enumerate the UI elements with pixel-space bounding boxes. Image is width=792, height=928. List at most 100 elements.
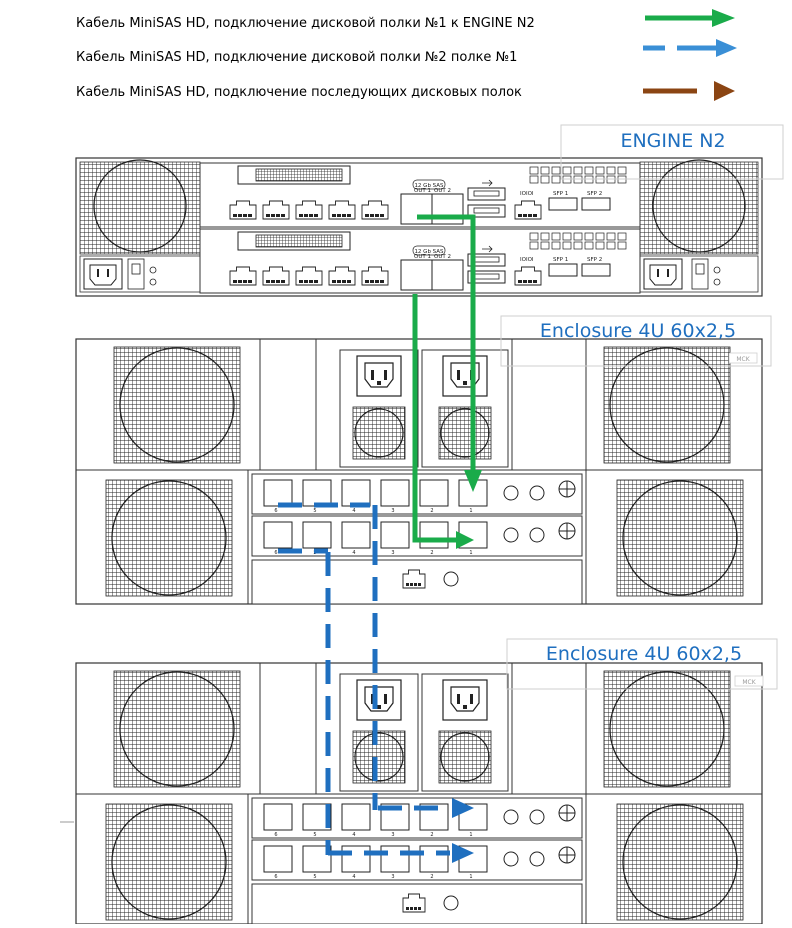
port-number-label: 3 xyxy=(391,874,394,880)
management-port-icon xyxy=(514,266,542,286)
enclosure-psu-1 xyxy=(339,673,419,792)
engine-title: ENGINE N2 xyxy=(620,130,725,152)
port-number-label: 2 xyxy=(430,550,433,556)
fan-grille xyxy=(105,479,233,597)
port-number-label: 5 xyxy=(313,832,316,838)
port-number-label: 5 xyxy=(313,874,316,880)
port-number-label: 3 xyxy=(391,508,394,514)
sas-port-5 xyxy=(302,521,332,549)
sfp-port-icon xyxy=(548,197,578,211)
sfp1-label: SFP 1 xyxy=(553,191,568,197)
power-switch-icon xyxy=(131,263,141,275)
sfp2-label: SFP 2 xyxy=(587,191,602,197)
ethernet-port-icon xyxy=(328,200,356,220)
legend-blue-dashed-arrow xyxy=(643,39,737,57)
port-number-label: 2 xyxy=(430,832,433,838)
psu-fan-grille xyxy=(352,406,406,460)
power-socket-icon xyxy=(450,686,480,712)
port-number-label: 2 xyxy=(430,874,433,880)
port-number-label: 4 xyxy=(352,508,355,514)
sas-port-2 xyxy=(419,845,449,873)
engine-right-fan-grille xyxy=(639,161,759,255)
port-number-label: 6 xyxy=(274,832,277,838)
fan-grille xyxy=(105,803,233,921)
ethernet-port-icon xyxy=(229,266,257,286)
power-switch-icon xyxy=(695,263,705,275)
fan-icon xyxy=(119,671,235,787)
power-socket-icon xyxy=(364,686,394,712)
psu-fan-grille xyxy=(438,406,492,460)
port-number-label: 1 xyxy=(469,550,472,556)
psu-fan-icon xyxy=(440,408,490,458)
fan-grille xyxy=(603,670,731,788)
engine-right-psu xyxy=(639,255,759,293)
psu-fan-icon xyxy=(440,732,490,782)
port-number-label: 2 xyxy=(430,508,433,514)
led-icon xyxy=(503,851,519,867)
green-cable-2 xyxy=(412,294,474,549)
legend-item-3-label: Кабель MiniSAS HD, подключение последующ… xyxy=(76,85,522,100)
port-number-label: 3 xyxy=(391,832,394,838)
sas-port-4 xyxy=(341,479,371,507)
serial-label: IOIOI xyxy=(520,191,534,197)
fan-icon xyxy=(622,804,738,920)
out2-label: OUT 2 xyxy=(434,254,451,260)
serial-label: IOIOI xyxy=(520,257,534,263)
sas-port-6 xyxy=(263,845,293,873)
enclosure-psu-1 xyxy=(339,349,419,468)
ethernet-port-icon xyxy=(328,266,356,286)
led-icon xyxy=(443,571,459,587)
psu-fan-grille xyxy=(352,730,406,784)
sas-port-3 xyxy=(380,479,410,507)
port-number-label: 4 xyxy=(352,550,355,556)
enclosure-2: 6 5 4 3 2 16 5 4 3 2 1 xyxy=(75,662,763,925)
engine-left-fan-grille xyxy=(79,161,201,255)
management-port-icon xyxy=(402,893,426,913)
psu-fan-icon xyxy=(354,732,404,782)
sas-port-4 xyxy=(341,521,371,549)
fan-icon xyxy=(111,480,227,596)
sas-port-3 xyxy=(380,521,410,549)
legend: Кабель MiniSAS HD, подключение дисковой … xyxy=(76,9,737,101)
psu-fan-icon xyxy=(354,408,404,458)
legend-item-1-label: Кабель MiniSAS HD, подключение дисковой … xyxy=(76,16,535,31)
ethernet-port-icon xyxy=(295,200,323,220)
fan-grille xyxy=(616,479,744,597)
sas-port-2 xyxy=(419,479,449,507)
led-icon xyxy=(503,809,519,825)
power-socket-icon xyxy=(89,264,117,286)
management-port-icon xyxy=(402,569,426,589)
sfp2-label: SFP 2 xyxy=(587,257,602,263)
legend-green-arrow xyxy=(645,9,735,27)
sas-port-3 xyxy=(380,845,410,873)
out1-label: OUT 1 xyxy=(414,254,431,260)
engine-left-psu xyxy=(79,255,201,293)
serial-connector-icon xyxy=(255,168,343,182)
green-cable-1 xyxy=(417,214,482,492)
sfp-port-icon xyxy=(581,197,611,211)
led-icon xyxy=(529,809,545,825)
out1-label: OUT 1 xyxy=(414,188,431,194)
io-module-1: 6 5 4 3 2 1 xyxy=(251,797,583,839)
sfp-port-icon xyxy=(548,263,578,277)
port-number-label: 4 xyxy=(352,832,355,838)
led-icon xyxy=(529,527,545,543)
out2-label: OUT 2 xyxy=(434,188,451,194)
fan-grille xyxy=(113,346,241,464)
sas-port-6 xyxy=(263,803,293,831)
port-number-label: 6 xyxy=(274,550,277,556)
port-number-label: 1 xyxy=(469,832,472,838)
management-port-icon xyxy=(514,200,542,220)
sas-port-4 xyxy=(341,845,371,873)
port-number-label: 5 xyxy=(313,508,316,514)
sas-badge-label: 12 Gb SAS xyxy=(414,183,444,189)
usb-icon xyxy=(482,179,493,187)
fan-icon xyxy=(119,347,235,463)
blue-cable-2 xyxy=(278,548,474,863)
sas-port-6 xyxy=(263,479,293,507)
usb-icon xyxy=(482,245,493,253)
sas-port-4 xyxy=(341,803,371,831)
